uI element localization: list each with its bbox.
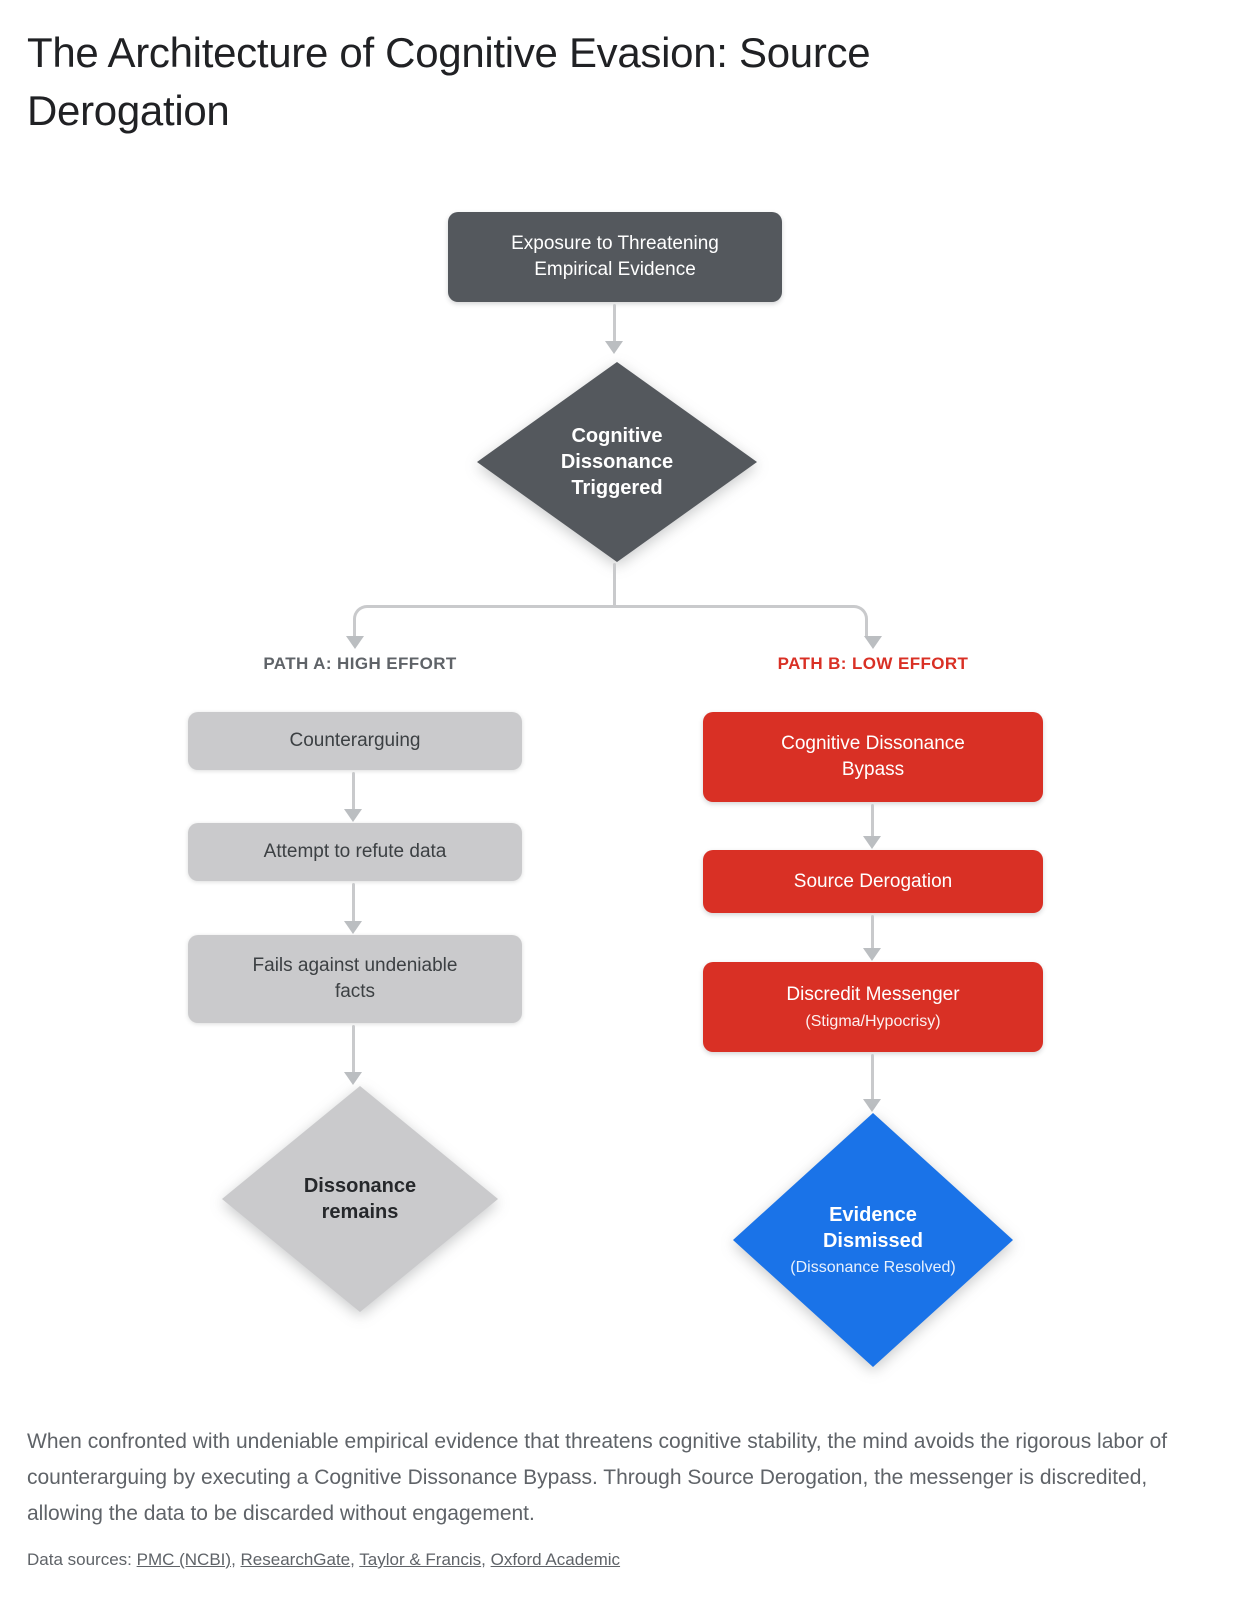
source-link-oxford-academic[interactable]: Oxford Academic	[490, 1550, 621, 1569]
node-bypass: Cognitive Dissonance Bypass	[703, 712, 1043, 802]
decision-diamond-shape: Cognitive Dissonance Triggered	[477, 362, 757, 562]
arrowhead-branch-path-b	[864, 636, 882, 649]
connector-path-b-1	[871, 804, 874, 837]
node-fails-facts-label: Fails against undeniable facts	[252, 955, 458, 1002]
node-fails-facts: Fails against undeniable facts	[188, 935, 522, 1023]
node-dissonance-remains: Dissonance remains	[222, 1086, 498, 1312]
node-attempt-refute: Attempt to refute data	[188, 823, 522, 881]
connector-decision-branch	[613, 563, 616, 607]
source-link-researchgate[interactable]: ResearchGate	[240, 1550, 351, 1569]
node-counterarguing-label: Counterarguing	[289, 730, 421, 752]
sources-prefix: Data sources:	[27, 1550, 137, 1569]
connector-path-a-1	[352, 772, 355, 810]
node-discredit-messenger-sublabel: (Stigma/Hypocrisy)	[805, 1012, 941, 1030]
node-decision-label: Cognitive Dissonance Triggered	[560, 425, 674, 499]
connector-path-a-2	[352, 883, 355, 922]
node-discredit-messenger-label: Discredit Messenger	[786, 983, 960, 1005]
node-source-derogation: Source Derogation	[703, 850, 1043, 913]
source-link-taylor-francis[interactable]: Taylor & Francis	[359, 1550, 482, 1569]
node-counterarguing: Counterarguing	[188, 712, 522, 770]
source-link-pmc-ncbi[interactable]: PMC (NCBI)	[136, 1550, 232, 1569]
branch-split-line	[353, 605, 868, 637]
node-decision: Cognitive Dissonance Triggered	[477, 362, 757, 562]
node-dissonance-remains-label: Dissonance remains	[303, 1175, 417, 1223]
node-exposure-label: Exposure to Threatening Empirical Eviden…	[511, 233, 719, 280]
sources-separator: ,	[481, 1550, 491, 1569]
data-sources: Data sources: PMC (NCBI), ResearchGate, …	[27, 1550, 1213, 1570]
arrowhead-path-b-2	[863, 948, 881, 961]
evidence-dismissed-diamond-shape: Evidence Dismissed (Dissonance Resolved)	[733, 1113, 1013, 1367]
node-evidence-dismissed: Evidence Dismissed (Dissonance Resolved)	[733, 1113, 1013, 1367]
connector-start-decision	[613, 304, 616, 342]
node-attempt-refute-label: Attempt to refute data	[263, 841, 447, 863]
node-exposure: Exposure to Threatening Empirical Eviden…	[448, 212, 782, 302]
node-evidence-dismissed-label: Evidence Dismissed	[822, 1203, 924, 1252]
node-bypass-label: Cognitive Dissonance Bypass	[781, 733, 965, 780]
caption-text: When confronted with undeniable empirica…	[27, 1430, 1168, 1525]
dissonance-remains-diamond-shape: Dissonance remains	[222, 1086, 498, 1312]
node-source-derogation-label: Source Derogation	[793, 870, 953, 892]
sources-separator: ,	[350, 1550, 360, 1569]
arrowhead-path-b-1	[863, 836, 881, 849]
arrowhead-path-b-3	[863, 1099, 881, 1112]
node-evidence-dismissed-sublabel: (Dissonance Resolved)	[790, 1258, 956, 1276]
connector-path-a-3	[352, 1025, 355, 1073]
arrowhead-branch-path-a	[346, 636, 364, 649]
arrowhead-path-a-3	[344, 1072, 362, 1085]
node-discredit-messenger: Discredit Messenger (Stigma/Hypocrisy)	[703, 962, 1043, 1052]
arrowhead-start-decision	[605, 341, 623, 354]
arrowhead-path-a-2	[344, 921, 362, 934]
path-a-label: PATH A: HIGH EFFORT	[263, 654, 457, 673]
page-title: The Architecture of Cognitive Evasion: S…	[27, 29, 871, 134]
connector-path-b-2	[871, 915, 874, 949]
connector-path-b-3	[871, 1054, 874, 1100]
sources-separator: ,	[231, 1550, 241, 1569]
path-b-label: PATH B: LOW EFFORT	[777, 654, 969, 673]
arrowhead-path-a-1	[344, 809, 362, 822]
